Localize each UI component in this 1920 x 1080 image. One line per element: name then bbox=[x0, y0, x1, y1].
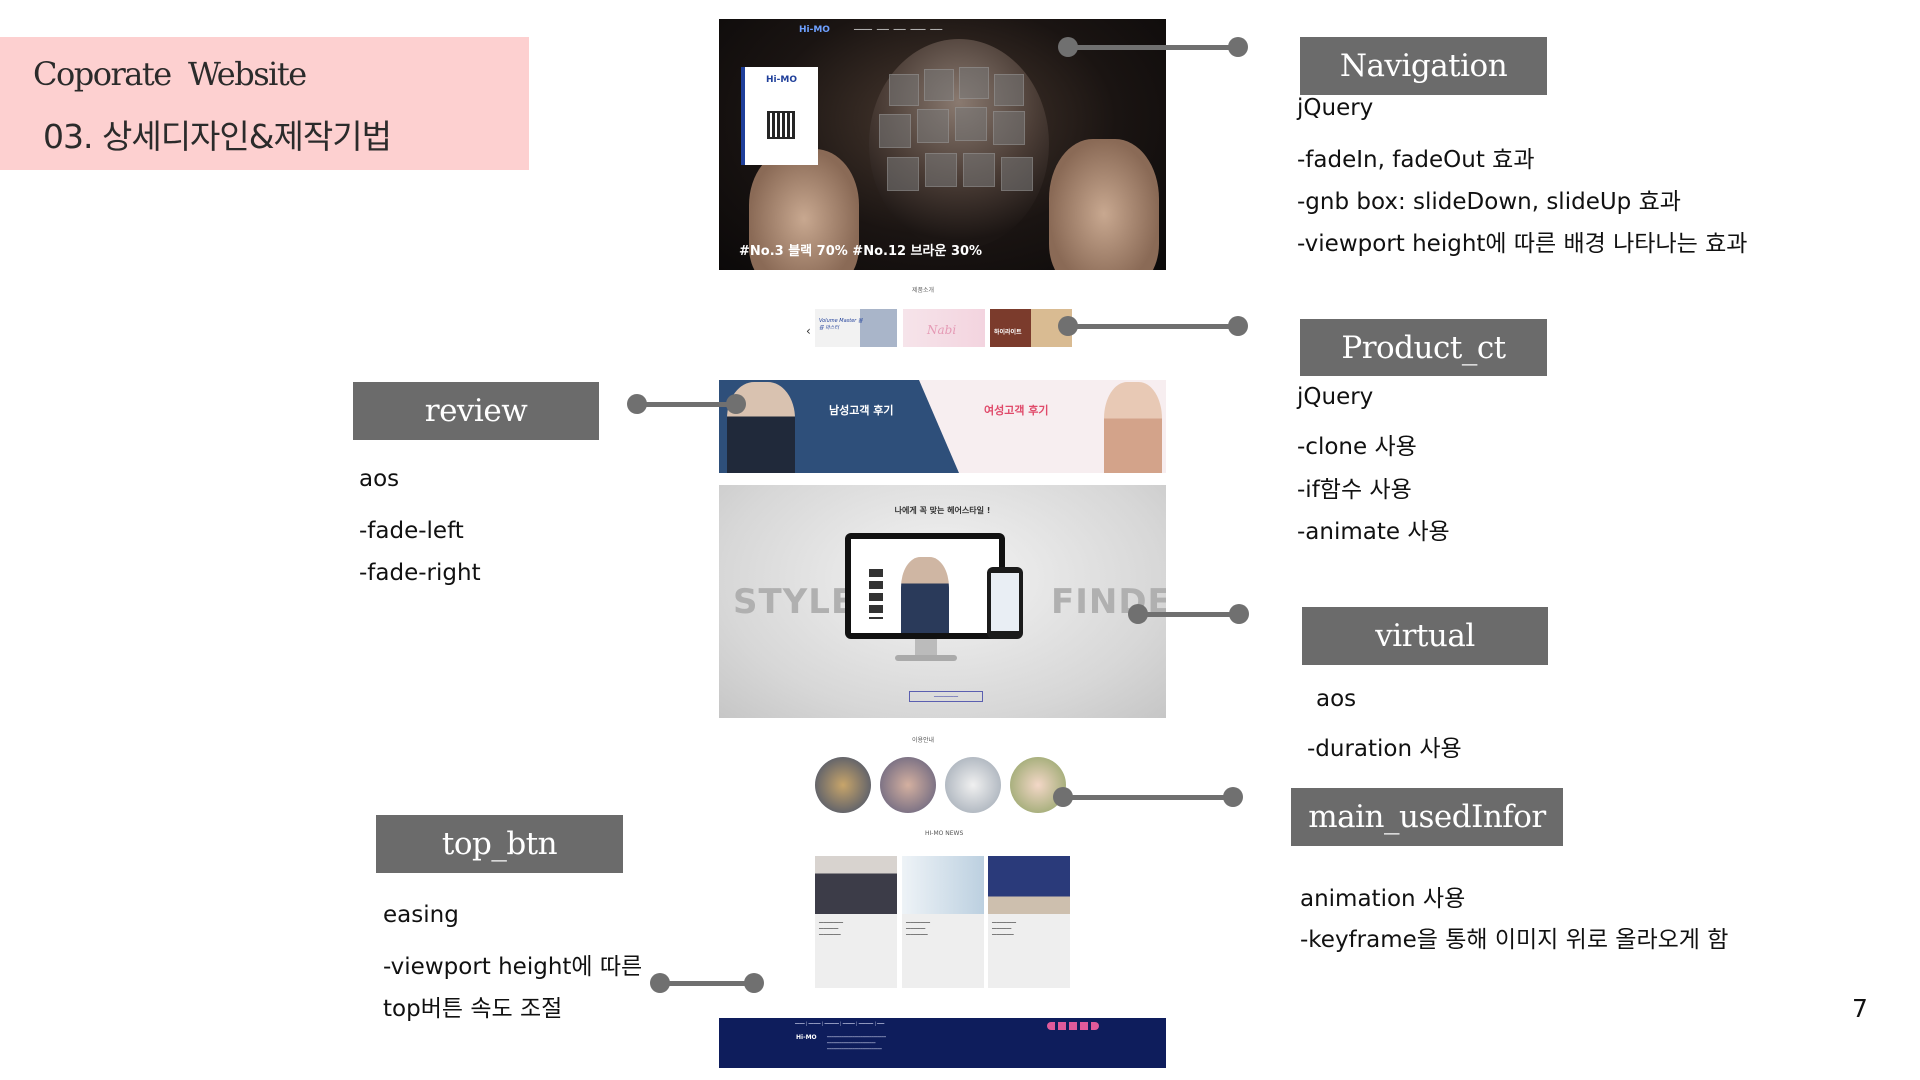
site-logo: Hi-MO bbox=[799, 25, 830, 35]
footer-logo: Hi-MO bbox=[796, 1034, 817, 1041]
review-banner: 남성고객 후기 여성고객 후기 bbox=[719, 380, 1166, 473]
gnb-menu: ━━━━━━ ━━━━ ━━━━ ━━━━━ ━━━━ bbox=[854, 27, 943, 33]
qr-code-icon bbox=[767, 111, 795, 139]
hero-screenshot: Hi-MO ━━━━━━ ━━━━ ━━━━ ━━━━━ ━━━━ Hi-MO … bbox=[719, 19, 1166, 270]
slide-title: Coporate Website bbox=[33, 55, 307, 93]
used-circle-1 bbox=[815, 757, 871, 813]
finder-button: ━━━━━━━━━━ bbox=[909, 691, 983, 702]
label-top-btn: top_btn bbox=[376, 815, 623, 873]
left-hand bbox=[749, 149, 859, 270]
finder-left-word: STYLE bbox=[733, 582, 856, 622]
hero-caption: #No.3 블랙 70% #No.12 브라운 30% bbox=[739, 244, 983, 259]
used-circle-3 bbox=[945, 757, 1001, 813]
label-navigation: Navigation bbox=[1300, 37, 1547, 95]
news-title: HI-MO NEWS bbox=[925, 830, 964, 837]
label-review: review bbox=[353, 382, 599, 440]
label-product-ct: Product_ct bbox=[1300, 319, 1547, 376]
product-card-volume: Volume Master 볼륨 마스터 bbox=[815, 309, 897, 347]
page-number: 7 bbox=[1852, 994, 1868, 1023]
phone-image bbox=[987, 567, 1023, 639]
site-footer: ━━━━ | ━━━━━ | ━━━━━━ | ━━━━━ | ━━━━━━ |… bbox=[719, 1018, 1166, 1068]
social-icons bbox=[1047, 1022, 1099, 1030]
female-model-image bbox=[1104, 382, 1162, 473]
news-card-2: ━━━━━━━━━━━━━━━━━━━━━━━━━━━ bbox=[902, 856, 984, 988]
male-review-heading: 남성고객 후기 bbox=[829, 404, 894, 417]
news-card-1: ━━━━━━━━━━━━━━━━━━━━━━━━━━━ bbox=[815, 856, 897, 988]
product-card-nabi: Nabi bbox=[903, 309, 985, 347]
products-title: 제품소개 bbox=[912, 287, 935, 294]
used-info-title: 이용안내 bbox=[912, 737, 935, 744]
style-finder-section: 나에게 꼭 맞는 헤어스타일 ! STYLE FINDER ━━━━━━━━━━ bbox=[719, 485, 1166, 718]
monitor-image bbox=[845, 533, 1005, 639]
used-circle-2 bbox=[880, 757, 936, 813]
right-hand bbox=[1049, 139, 1159, 270]
slide-subtitle: 03. 상세디자인&제작기법 bbox=[43, 117, 392, 156]
title-block bbox=[0, 37, 529, 170]
female-review-heading: 여성고객 후기 bbox=[984, 404, 1049, 417]
chevron-left-icon: ‹ bbox=[806, 324, 811, 338]
label-virtual: virtual bbox=[1302, 607, 1548, 665]
finder-headline: 나에게 꼭 맞는 헤어스타일 ! bbox=[894, 506, 991, 515]
label-main-usedinfor: main_usedInfor bbox=[1291, 788, 1563, 846]
popup-card: Hi-MO bbox=[741, 67, 818, 165]
news-card-3: ━━━━━━━━━━━━━━━━━━━━━━━━━━━ bbox=[988, 856, 1070, 988]
